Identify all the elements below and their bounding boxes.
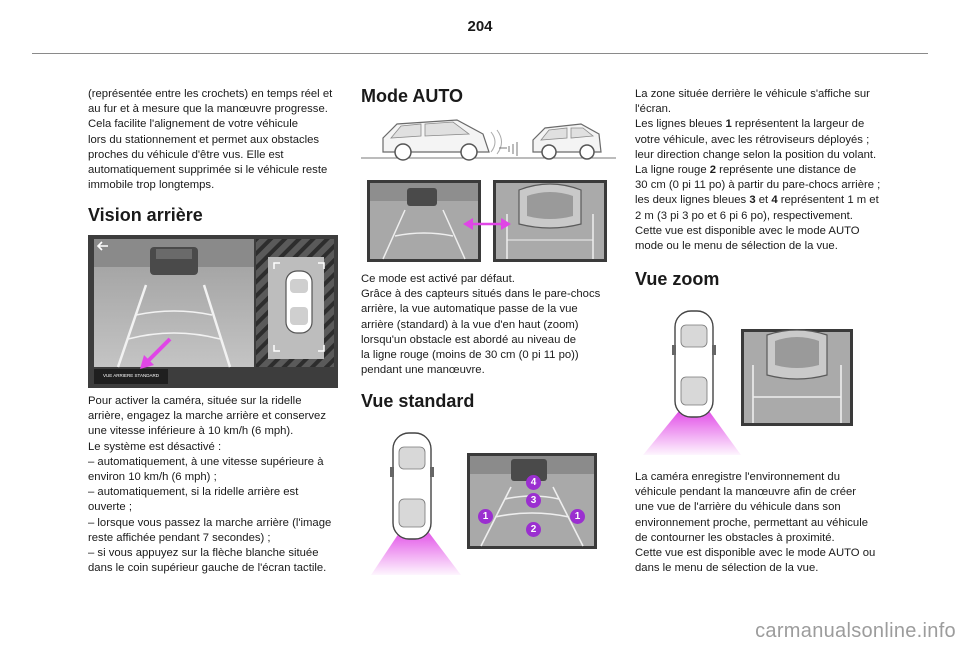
text-line: Cela facilite l'alignement de votre véhi…	[88, 118, 299, 131]
text-line: La caméra enregistre l'environnement du	[635, 471, 840, 483]
standard-view-description: La zone située derrière le véhicule s'af…	[635, 87, 897, 254]
text-line: (représentée entre les crochets) en temp…	[88, 88, 333, 100]
text-line: arrière (standard) à la vue d'en haut (z…	[361, 318, 579, 331]
text-line: Pour activer la caméra, située sur la ri…	[88, 395, 302, 407]
screen-caption: VUE ARRIERE STANDARD	[103, 373, 159, 378]
text-fragment: les deux lignes bleues	[635, 194, 750, 207]
rear-camera-screen-illustration	[88, 235, 338, 388]
text-fragment: représente une distance de	[716, 164, 857, 177]
text-line: Cette vue est disponible avec le mode AU…	[635, 224, 860, 237]
text-line: Ce mode est activé par défaut.	[361, 273, 515, 285]
heading-vue-zoom: Vue zoom	[635, 269, 720, 289]
text-line: – automatiquement, si la ridelle arrière…	[88, 486, 299, 499]
back-arrow-icon	[96, 241, 108, 251]
guide-line-marker-2: 2	[526, 522, 541, 537]
text-line: l'écran.	[635, 103, 672, 116]
text-line: lors du stationnement et permet aux obst…	[88, 133, 320, 146]
text-line: 30 cm (0 pi 11 po) à partir du pare-choc…	[635, 179, 881, 192]
text-line: Cette vue est disponible avec le mode AU…	[635, 547, 876, 560]
text-line: mode ou le menu de sélection de la vue.	[635, 240, 838, 253]
text-line: La zone située derrière le véhicule s'af…	[635, 88, 870, 100]
line-number-ref: 1	[725, 118, 732, 131]
text-line: automatiquement supprimée si le véhicule…	[88, 164, 328, 177]
text-line: environnement proche, permettant au véhi…	[635, 516, 868, 529]
double-arrow-icon	[463, 218, 511, 230]
magenta-pointer-arrow-icon	[140, 337, 172, 369]
text-line: – automatiquement, à une vitesse supérie…	[88, 455, 324, 468]
page-number: 204	[467, 18, 493, 35]
guide-line-marker-1: 1	[478, 509, 493, 524]
car-approach-illustration	[361, 112, 616, 164]
text-line: arrière, la vue automatique passe de la …	[361, 303, 578, 316]
text-line: dans le coin supérieur gauche de l'écran…	[88, 562, 327, 575]
watermark: carmanualsonline.info	[755, 620, 956, 642]
text-line: Grâce à des capteurs situés dans le pare…	[361, 288, 601, 301]
text-line: arrière, engagez la marche arrière et co…	[88, 410, 326, 423]
text-line: votre véhicule, avec les rétroviseurs dé…	[635, 133, 870, 146]
text-fragment: La ligne rouge	[635, 164, 710, 177]
guide-line-marker-4: 4	[526, 475, 541, 490]
text-line: véhicule pendant la manœuvre afin de cré…	[635, 486, 857, 499]
vue-zoom-paragraph: La caméra enregistre l'environnement du v…	[635, 470, 897, 576]
text-fragment: représentent la largeur de	[731, 118, 865, 131]
text-line: la ligne rouge (moins de 30 cm (0 pi 11 …	[361, 349, 579, 362]
text-line: les deux lignes bleues 3 et 4 représente…	[635, 193, 897, 208]
text-line: une vitesse inférieure à 10 km/h (6 mph)…	[88, 425, 294, 438]
guide-line-marker-3: 3	[526, 493, 541, 508]
text-line: Les lignes bleues 1 représentent la larg…	[635, 117, 897, 132]
heading-mode-auto: Mode AUTO	[361, 86, 463, 106]
text-fragment: représentent 1 m et	[777, 194, 879, 207]
line-number-ref: 2	[709, 164, 717, 177]
guide-line-marker-1: 1	[570, 509, 585, 524]
text-line: 2 m (3 pi 3 po et 6 pi 6 po), respective…	[635, 209, 853, 222]
text-line: une vue de l'arrière du véhicule dans so…	[635, 501, 841, 514]
text-fragment: Les lignes bleues	[635, 118, 726, 131]
text-line: au fur et à mesure que la manœuvre progr…	[88, 103, 328, 116]
text-line: La ligne rouge 2 représente une distance…	[635, 163, 897, 178]
rear-camera-screen-figure: VUE ARRIERE STANDARD	[88, 235, 338, 388]
text-line: immobile trop longtemps.	[88, 179, 215, 192]
mode-auto-paragraph: Ce mode est activé par défaut. Grâce à de…	[361, 272, 616, 378]
auto-mode-views-figure	[367, 180, 607, 262]
text-line: pendant une manœuvre.	[361, 364, 485, 377]
line-number-ref: 4	[771, 194, 778, 207]
text-line: leur direction change selon la position …	[635, 148, 877, 161]
zoom-view-figure	[635, 303, 897, 458]
heading-vision-arriere: Vision arrière	[88, 205, 203, 225]
line-number-ref: 3	[749, 194, 756, 207]
intro-paragraph: (représentée entre les crochets) en temp…	[88, 87, 350, 193]
header-divider	[32, 53, 928, 54]
text-line: reste affichée pendant 7 secondes) ;	[88, 531, 271, 544]
text-line: environ 10 km/h (6 mph) ;	[88, 471, 217, 484]
text-line: ouverte ;	[88, 501, 132, 514]
text-line: lorsqu'un obstacle est abordé au niveau …	[361, 333, 577, 346]
text-line: de contourner les obstacles à proximité.	[635, 531, 835, 544]
heading-vue-standard: Vue standard	[361, 391, 475, 411]
text-line: – si vous appuyez sur la flèche blanche …	[88, 547, 319, 560]
standard-view-figure: 1 2 3 4 1	[361, 425, 616, 575]
text-line: – lorsque vous passez la marche arrière …	[88, 516, 332, 529]
text-line: dans le menu de sélection de la vue.	[635, 562, 819, 575]
text-line: Le système est désactivé :	[88, 440, 222, 453]
vision-arriere-paragraph: Pour activer la caméra, située sur la ri…	[88, 394, 350, 576]
text-line: proches du véhicule d'être vus. Elle est	[88, 148, 284, 161]
text-fragment: et	[755, 194, 772, 207]
